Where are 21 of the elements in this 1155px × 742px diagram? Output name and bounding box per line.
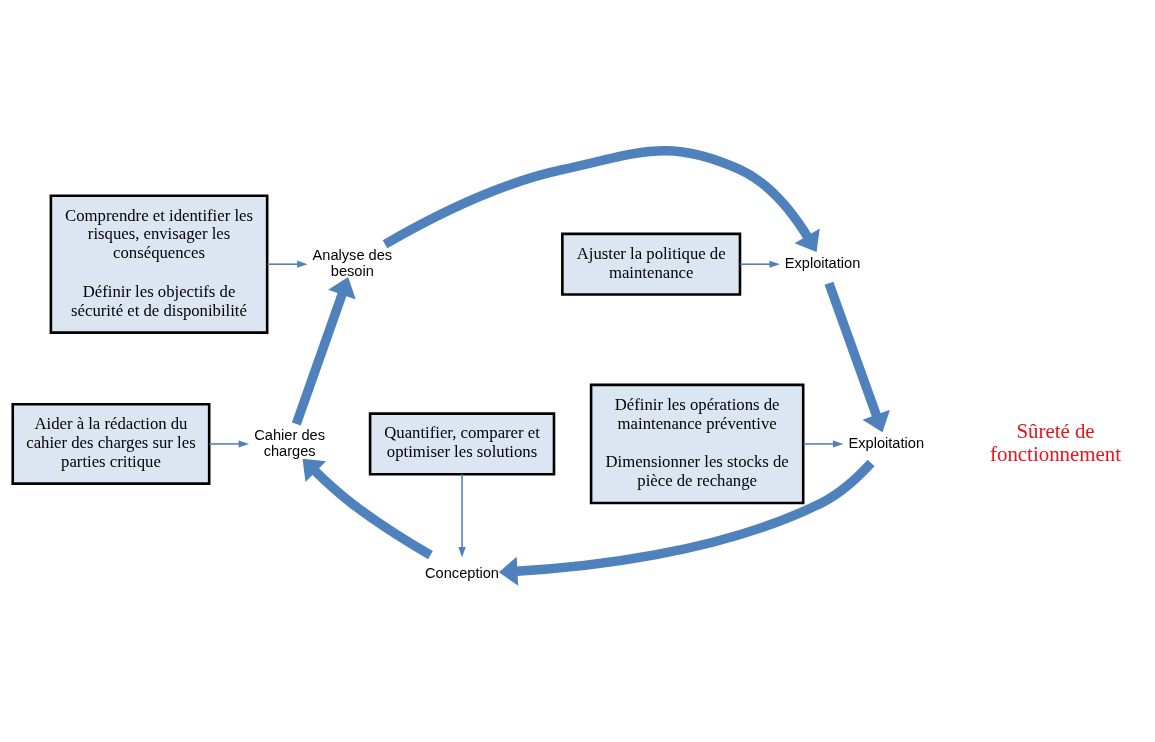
node-box: Ajuster la politique de maintenance (561, 232, 742, 296)
node-text: Exploitation (784, 254, 861, 271)
node-text: Exploitation (848, 434, 925, 451)
node-text: Analyse des besoin (312, 246, 393, 279)
node-box: Aider à la rédaction du cahier des charges sur les parties critique (11, 402, 211, 485)
node-box: Comprendre et identifier les risques, envisager les conséquences Définir les objectifs de sécurité et de disponibilité (49, 193, 269, 334)
node-box: Définir les opérations de maintenance préventive Dimensionner les stocks de pièce de rechange (589, 383, 805, 504)
arrow (291, 276, 356, 426)
arrow (739, 260, 780, 268)
arrow (382, 145, 820, 252)
node-box: Quantifier, comparer et optimiser les solutions (368, 411, 556, 476)
arrow (302, 458, 433, 559)
arrow (824, 281, 890, 432)
arrow (802, 439, 844, 448)
arrow (208, 439, 250, 448)
arrow (266, 260, 308, 268)
label: Sûreté de fonctionnement (990, 418, 1122, 466)
node-text: Cahier des charges (254, 426, 325, 459)
node-text: Conception (425, 564, 499, 581)
arrow (498, 459, 875, 586)
arrow (458, 473, 466, 558)
